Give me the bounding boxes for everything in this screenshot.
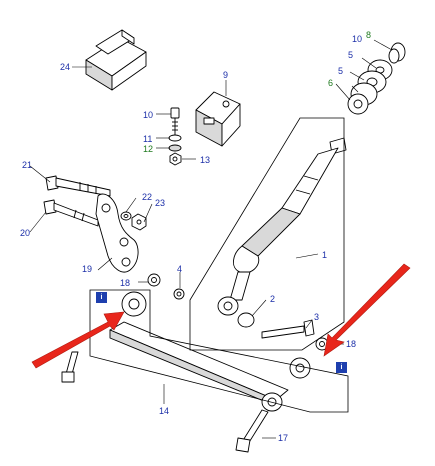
arm-assembly-outline xyxy=(189,117,345,351)
callout-18a: 18 xyxy=(120,278,131,288)
callout-12: 12 xyxy=(143,144,154,154)
bolt-washer-nut-set xyxy=(168,107,182,166)
callout-22: 22 xyxy=(142,192,153,202)
callout-7: 10 xyxy=(352,34,363,44)
callout-10: 10 xyxy=(143,110,154,120)
red-arrow-right xyxy=(323,263,411,357)
callout-4: 4 xyxy=(177,264,183,274)
callout-11: 11 xyxy=(143,134,153,144)
callout-14: 14 xyxy=(159,406,170,416)
callout-20: 20 xyxy=(20,228,31,238)
callout-9: 9 xyxy=(223,70,229,80)
callout-6: 6 xyxy=(328,78,334,88)
callout-5a: 5 xyxy=(348,50,354,60)
bolts-part xyxy=(43,175,111,227)
bolt-3-part xyxy=(261,319,315,339)
rubber-block-part xyxy=(85,29,147,91)
callout-19: 19 xyxy=(82,264,93,274)
callout-3: 3 xyxy=(314,312,320,322)
callout-21: 21 xyxy=(22,160,33,170)
callout-2: 2 xyxy=(270,294,276,304)
bush-stack-part xyxy=(347,42,406,115)
small-bushes-part xyxy=(147,273,329,351)
washer-nut-part xyxy=(120,211,147,231)
callout-18b: 18 xyxy=(346,339,357,349)
callout-8: 8 xyxy=(366,30,372,40)
lower-link-part xyxy=(109,291,311,412)
callout-17: 17 xyxy=(278,433,289,443)
link-assembly-outline xyxy=(89,289,349,413)
callout-23: 23 xyxy=(155,198,166,208)
callout-24: 24 xyxy=(60,62,71,72)
callout-1: 1 xyxy=(322,250,328,260)
info-badge-right[interactable]: i xyxy=(336,362,347,373)
info-badge-left[interactable]: i xyxy=(96,292,107,303)
radius-arm-part xyxy=(217,137,347,328)
bolt-17-part xyxy=(61,351,269,453)
callout-13: 13 xyxy=(200,155,211,165)
callout-5b: 5 xyxy=(338,66,344,76)
red-arrow-left xyxy=(31,311,125,369)
mounting-bracket-part xyxy=(195,91,241,147)
link-plate-part xyxy=(95,193,139,273)
